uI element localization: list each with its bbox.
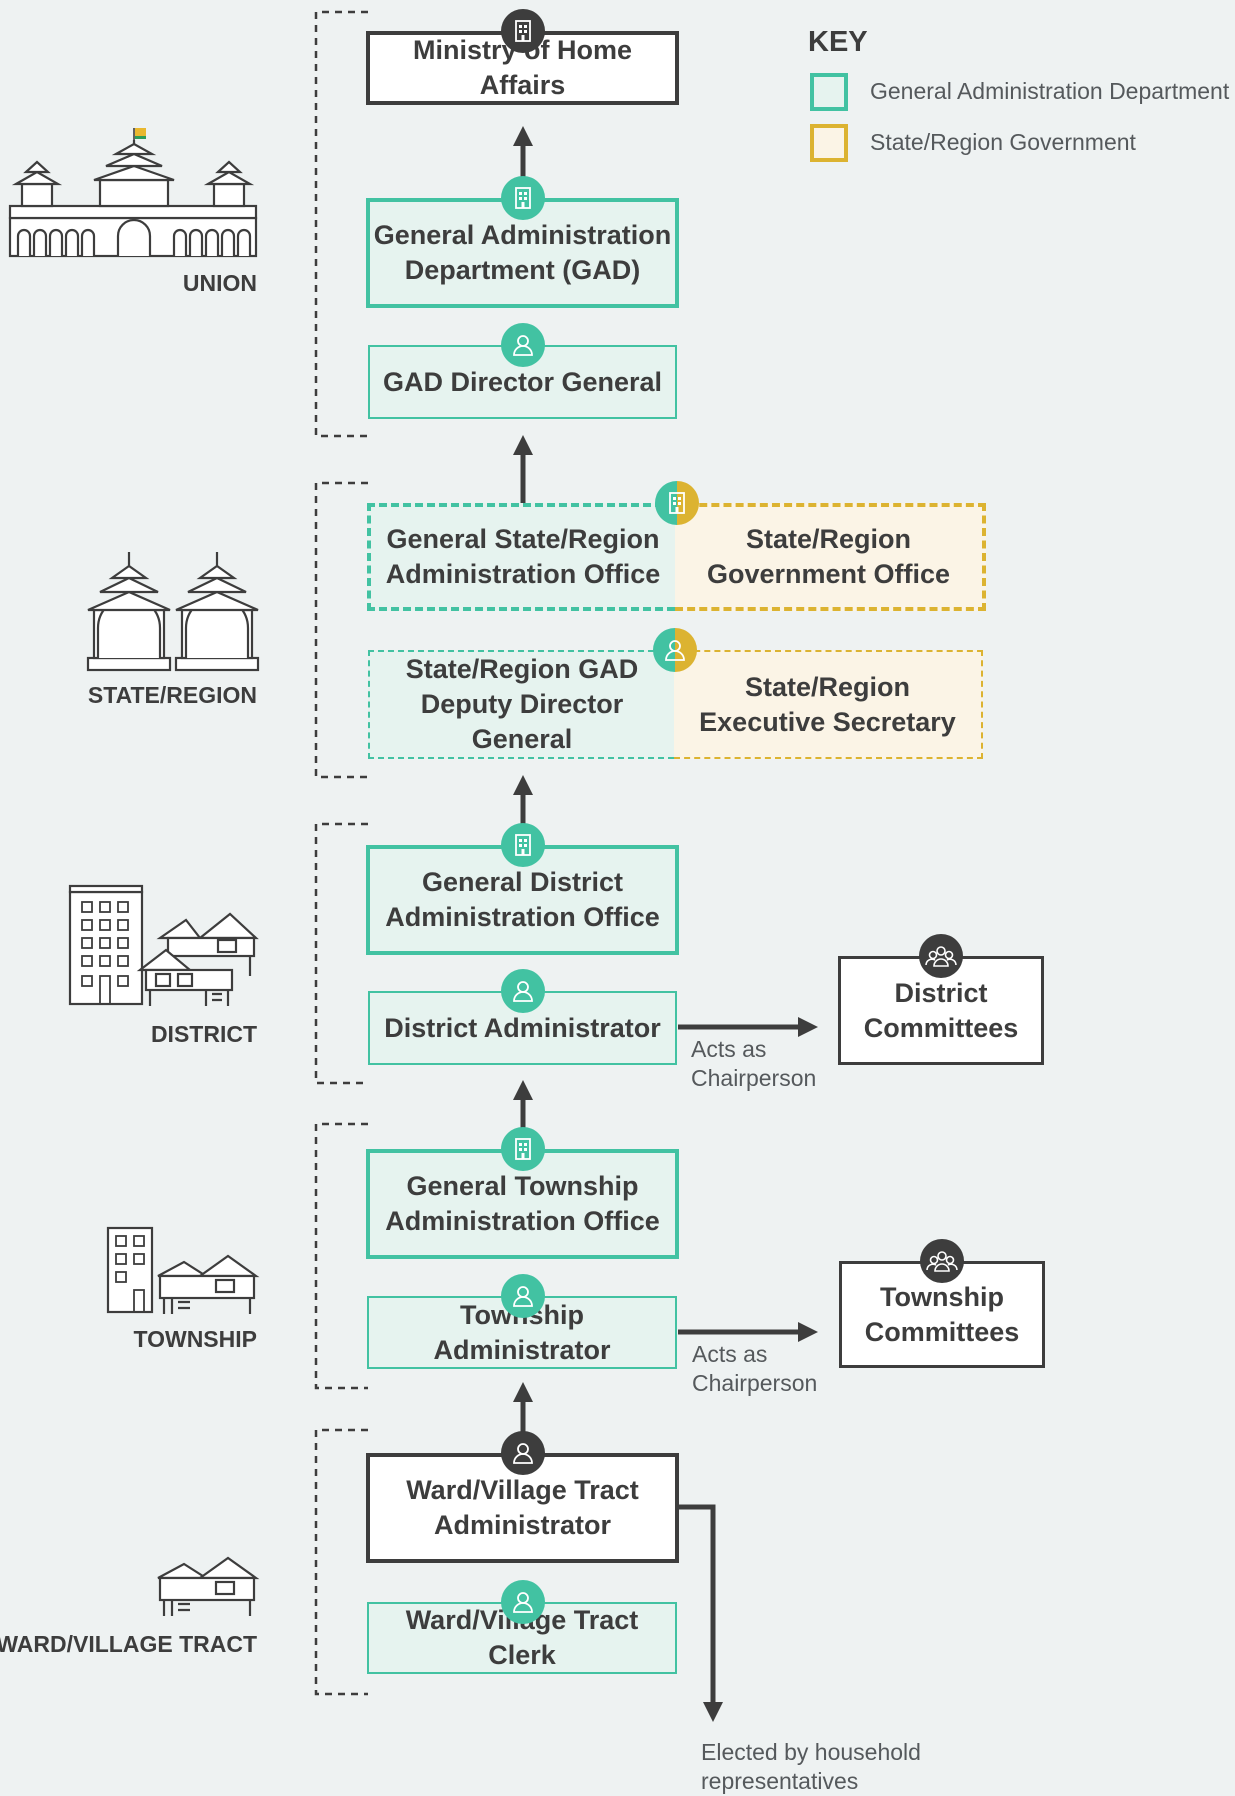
- district-committees-label: District Committees: [863, 977, 1019, 1043]
- district-buildings-illustration: [68, 884, 259, 1006]
- district-committees-box: District Committees: [838, 956, 1044, 1065]
- ward-house-illustration: [157, 1556, 260, 1616]
- gad-director-label: GAD Director General: [382, 366, 663, 397]
- ward-admin-label: Ward/Village Tract Administrator: [406, 1475, 639, 1540]
- state-admin-office-label: General State/Region Administration Offi…: [385, 524, 661, 589]
- district-admin-box: District Administrator: [368, 991, 677, 1065]
- gad-director-box: GAD Director General: [368, 345, 677, 419]
- district-admin-label: District Administrator: [384, 1012, 661, 1043]
- township-buildings-illustration: [106, 1226, 260, 1314]
- township-committees-label: Township Committees: [864, 1281, 1020, 1347]
- ward-admin-box: Ward/Village Tract Administrator: [366, 1453, 679, 1563]
- state-official-split-box: State/Region GAD Deputy Director General…: [368, 650, 983, 759]
- level-brackets: [314, 10, 368, 1696]
- level-label-township: TOWNSHIP: [133, 1326, 257, 1352]
- township-admin-label: Township Administrator: [433, 1299, 611, 1365]
- district-office-label: General District Administration Office: [385, 867, 660, 932]
- level-label-ward: WARD/VILLAGE TRACT: [0, 1631, 257, 1657]
- township-chair-note: Acts as Chairperson: [692, 1341, 818, 1396]
- state-exec-secretary-box: State/Region Executive Secretary: [674, 650, 983, 759]
- key-swatch-gad: [810, 73, 848, 111]
- gad-box: General Administration Department (GAD): [366, 198, 679, 308]
- key-label-state-gov: State/Region Government: [870, 129, 1136, 155]
- township-office-label: General Township Administration Office: [385, 1171, 660, 1236]
- state-deputy-dg-box: State/Region GAD Deputy Director General: [368, 650, 674, 759]
- ministry-label: Ministry of Home Affairs: [412, 35, 633, 100]
- district-office-box: General District Administration Office: [366, 845, 679, 955]
- township-office-box: General Township Administration Office: [366, 1149, 679, 1259]
- state-deputy-dg-label: State/Region GAD Deputy Director General: [405, 654, 639, 754]
- level-label-district: DISTRICT: [150, 1021, 257, 1047]
- bracket-township: [314, 1122, 368, 1390]
- key-swatch-state-gov: [810, 124, 848, 162]
- bracket-state-region: [314, 481, 368, 779]
- union-palace-illustration: [8, 128, 258, 258]
- level-label-state-region: STATE/REGION: [87, 682, 257, 708]
- township-admin-box: Township Administrator: [367, 1296, 677, 1369]
- bracket-district: [314, 822, 368, 1085]
- bracket-ward: [314, 1428, 368, 1696]
- arrow-elected: [678, 1504, 723, 1722]
- key-label-gad: General Administration Department: [870, 78, 1230, 104]
- state-gov-office-box: State/Region Government Office: [675, 503, 986, 611]
- ward-clerk-box: Ward/Village Tract Clerk: [367, 1602, 677, 1674]
- elected-note: Elected by household representatives: [701, 1739, 921, 1794]
- ward-clerk-label: Ward/Village Tract Clerk: [405, 1605, 639, 1670]
- state-office-split-box: General State/Region Administration Offi…: [367, 503, 986, 611]
- gad-label: General Administration Department (GAD): [373, 220, 672, 285]
- state-exec-secretary-label: State/Region Executive Secretary: [699, 671, 956, 737]
- bracket-union: [314, 10, 368, 438]
- district-chair-note: Acts as Chairperson: [691, 1036, 817, 1091]
- level-label-union: UNION: [182, 270, 257, 296]
- ministry-box: Ministry of Home Affairs: [366, 31, 679, 105]
- hierarchy-arrows: [513, 126, 818, 1722]
- state-gov-office-label: State/Region Government Office: [706, 524, 951, 589]
- key-title: KEY: [808, 26, 868, 58]
- township-committees-box: Township Committees: [839, 1261, 1045, 1368]
- state-region-pavilion-illustration: [86, 552, 260, 672]
- state-admin-office-box: General State/Region Administration Offi…: [367, 503, 675, 611]
